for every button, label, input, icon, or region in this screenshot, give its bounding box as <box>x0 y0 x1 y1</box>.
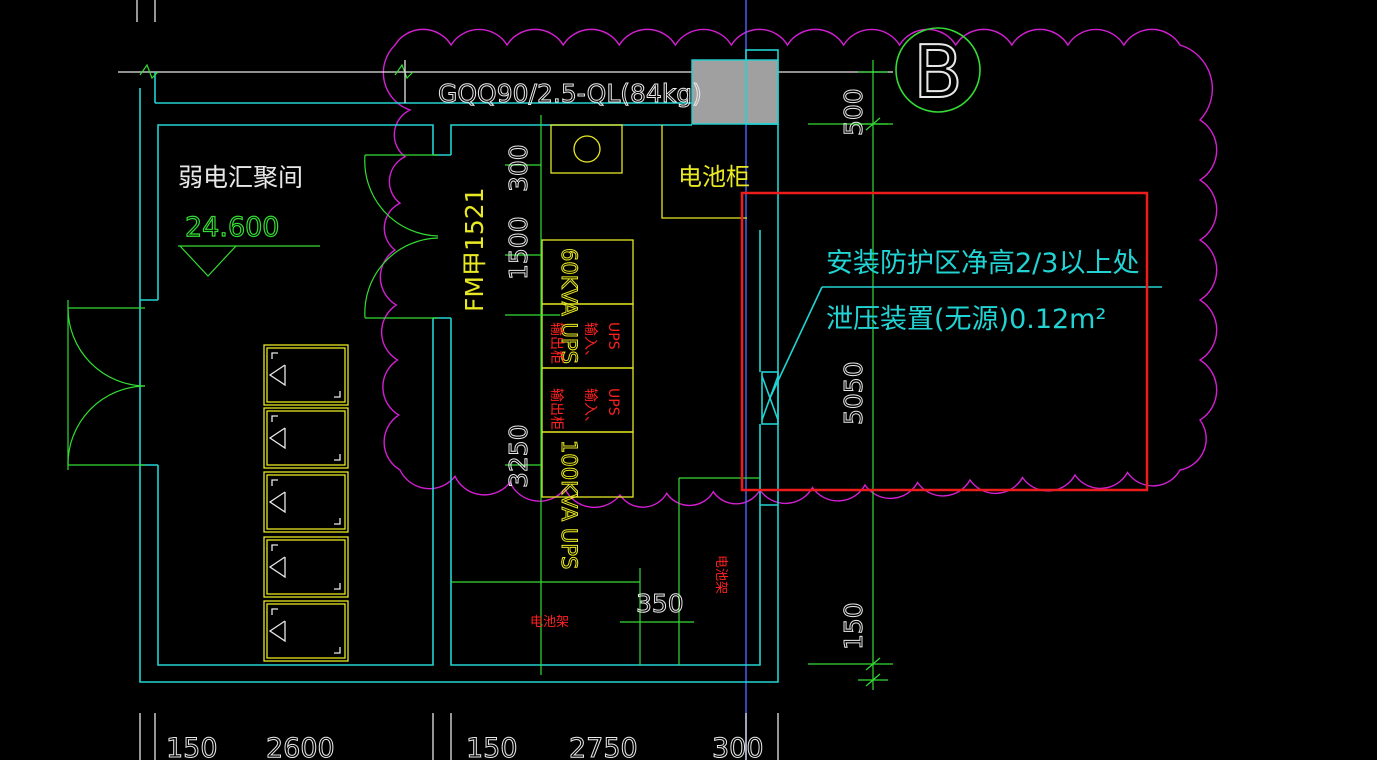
dim-right-150: 150 <box>839 602 868 650</box>
dim-right-500: 500 <box>839 88 868 136</box>
bottom-dimension-label: 2600 <box>266 733 335 760</box>
highlight-box <box>740 191 1149 492</box>
battery-rack-right-label: 电池架 <box>713 555 728 594</box>
door-label: FM甲1521 <box>460 187 489 312</box>
dim-left-300: 300 <box>504 144 533 192</box>
bottom-dimension-label: 2750 <box>569 733 638 760</box>
dim-right-5050: 5050 <box>839 361 868 425</box>
rack-cabinet <box>263 600 349 662</box>
rack-cabinets <box>263 344 349 662</box>
rack-cabinet-inner <box>266 539 346 595</box>
rack-cabinet <box>263 471 349 533</box>
rack-arrow-icon <box>268 620 286 643</box>
rack-corner-mark <box>334 454 341 461</box>
rack-cabinet <box>263 344 349 406</box>
right-room-equipment <box>541 124 747 498</box>
rack-corner-mark <box>271 544 278 551</box>
rack-arrow-icon <box>268 427 286 450</box>
beam-label: GQQ90/2.5-QL(84kg) <box>438 79 702 108</box>
rack-corner-mark <box>271 479 278 486</box>
revision-cloud-path <box>379 28 1218 509</box>
elevation-mark: 24.600 <box>185 212 279 243</box>
rack-corner-mark <box>334 518 341 525</box>
battery-rack-bottom-label: 电池架 <box>530 615 569 630</box>
rack-corner-mark <box>334 391 341 398</box>
rack-cabinet-inner <box>266 347 346 403</box>
right-room-lines <box>451 115 760 675</box>
battery-cabinet-label: 电池柜 <box>678 163 750 191</box>
right-dimension-ticks <box>808 71 893 687</box>
axis-bubble-label: B <box>913 30 962 114</box>
bottom-dimension-label: 150 <box>466 733 518 760</box>
ups-io-2-top: UPS <box>605 388 621 416</box>
doors <box>67 154 439 470</box>
rack-corner-mark <box>271 608 278 615</box>
room-name: 弱电汇聚间 <box>178 163 303 192</box>
rack-corner-mark <box>271 352 278 359</box>
ups-io-2-mid: 输入、 <box>582 388 598 430</box>
ups-io-1-mid: 输入、 <box>582 322 598 364</box>
dim-350: 350 <box>636 589 684 618</box>
top-beam <box>118 49 893 125</box>
elevation-symbol <box>178 245 320 277</box>
structural-column <box>691 59 779 125</box>
bottom-dimensions: 150 2600 150 2750 300 <box>166 733 765 760</box>
annotation-line-1: 安装防护区净高2/3以上处 <box>826 248 1139 279</box>
axis-bubble: B <box>895 27 981 115</box>
rack-cabinet <box>263 536 349 598</box>
ups-io-1-top: UPS <box>605 322 621 350</box>
ups-100-label: 100KVA UPS <box>557 440 581 569</box>
rack-arrow-icon <box>268 364 286 387</box>
rack-corner-mark <box>334 583 341 590</box>
ups-io-2-bot: 输出柜 <box>548 388 564 430</box>
dim-left-3250: 3250 <box>504 424 533 488</box>
rack-cabinet-inner <box>266 474 346 530</box>
bottom-dimension-label: 300 <box>712 733 764 760</box>
rack-corner-mark <box>271 415 278 422</box>
revision-cloud <box>379 28 1218 509</box>
rack-arrow-icon <box>268 491 286 514</box>
annotation-line-2: 泄压装置(无源)0.12m² <box>826 304 1106 335</box>
ups-io-1-bot: 输出柜 <box>548 322 564 364</box>
ups-io-cabinet-2: UPS 输入、 输出柜 <box>548 388 621 430</box>
bottom-dimension-ticks <box>139 713 779 760</box>
rack-cabinet-inner <box>266 410 346 466</box>
ups-io-cabinet-1: UPS 输入、 输出柜 <box>548 322 621 364</box>
rack-corner-mark <box>334 647 341 654</box>
rack-cabinet <box>263 407 349 469</box>
bottom-dimension-label: 150 <box>166 733 218 760</box>
ups-60-label: 60KVA UPS <box>557 248 581 364</box>
dim-left-1500: 1500 <box>504 216 533 280</box>
rack-cabinet-inner <box>266 603 346 659</box>
annotation-leader <box>769 286 1162 399</box>
grid-lines <box>136 0 874 760</box>
rack-arrow-icon <box>268 556 286 579</box>
